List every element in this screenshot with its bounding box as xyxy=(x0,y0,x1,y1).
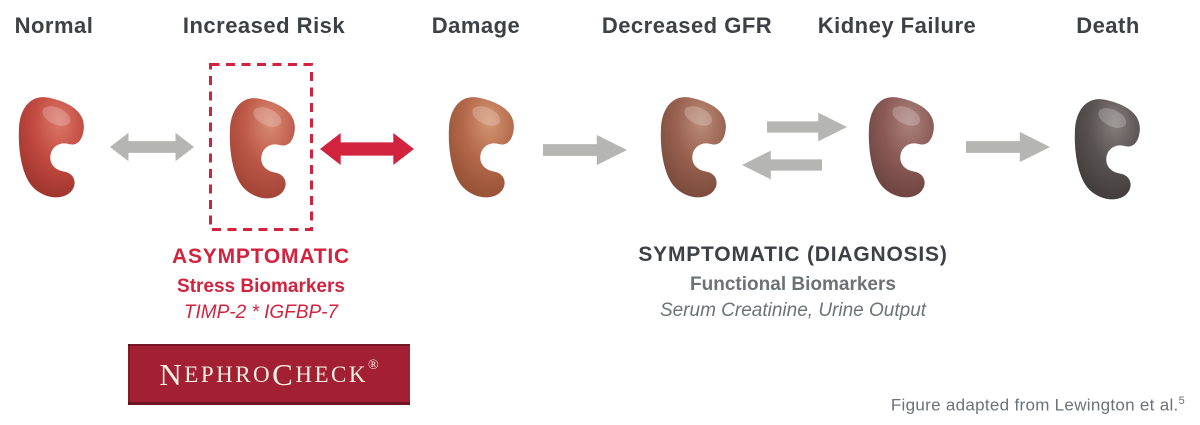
kidney-failure-icon xyxy=(868,97,934,198)
footnote-text: Figure adapted from Lewington et al. xyxy=(890,395,1179,415)
increased-risk-highlight-box xyxy=(209,63,313,231)
symptomatic-title: SYMPTOMATIC (DIAGNOSIS) xyxy=(638,243,948,266)
timp2-igfbp7-label: TIMP-2 * IGFBP-7 xyxy=(183,302,339,323)
registered-trademark-icon: ® xyxy=(367,357,379,373)
stage-label-normal: Normal xyxy=(14,13,94,38)
logo-letter: C xyxy=(272,357,296,392)
stage-label-death: Death xyxy=(1076,13,1140,38)
stage-label-damage: Damage xyxy=(431,13,521,38)
figure-source-footnote: Figure adapted from Lewington et al.5 xyxy=(855,395,1185,416)
logo-letters: EPHRO xyxy=(184,362,273,387)
footnote-reference-number: 5 xyxy=(1178,395,1185,407)
arrow-kidney-failure-to-death-icon xyxy=(966,131,1050,163)
double-arrow-increased-risk-damage-icon xyxy=(320,133,414,165)
double-arrow-normal-increased-risk-icon xyxy=(110,132,194,162)
arrow-decreased-gfr-to-kidney-failure-icon xyxy=(767,112,847,142)
functional-biomarkers-label: Functional Biomarkers xyxy=(690,274,896,295)
symptomatic-section: SYMPTOMATIC (DIAGNOSIS) Functional Bioma… xyxy=(588,244,998,320)
kidney-damage-icon xyxy=(448,97,514,198)
stress-biomarkers-label: Stress Biomarkers xyxy=(177,276,345,297)
serum-creatinine-urine-output-label: Serum Creatinine, Urine Output xyxy=(659,300,927,321)
kidney-decreased-gfr-icon xyxy=(660,97,726,198)
asymptomatic-section: ASYMPTOMATIC Stress Biomarkers TIMP-2 * … xyxy=(111,246,411,322)
stage-label-decreased-gfr: Decreased GFR xyxy=(601,13,773,38)
stage-label-increased-risk: Increased Risk xyxy=(182,13,346,38)
kidney-normal-icon xyxy=(18,97,84,198)
stage-label-kidney-failure: Kidney Failure xyxy=(817,13,977,38)
kidney-death-icon xyxy=(1074,99,1140,200)
arrow-damage-to-decreased-gfr-icon xyxy=(543,134,627,166)
asymptomatic-title: ASYMPTOMATIC xyxy=(172,245,350,268)
logo-letters: HECK xyxy=(295,362,368,387)
kidney-increased-risk-icon xyxy=(229,98,295,199)
logo-letter: N xyxy=(159,357,185,392)
arrow-kidney-failure-to-decreased-gfr-icon xyxy=(742,150,822,180)
